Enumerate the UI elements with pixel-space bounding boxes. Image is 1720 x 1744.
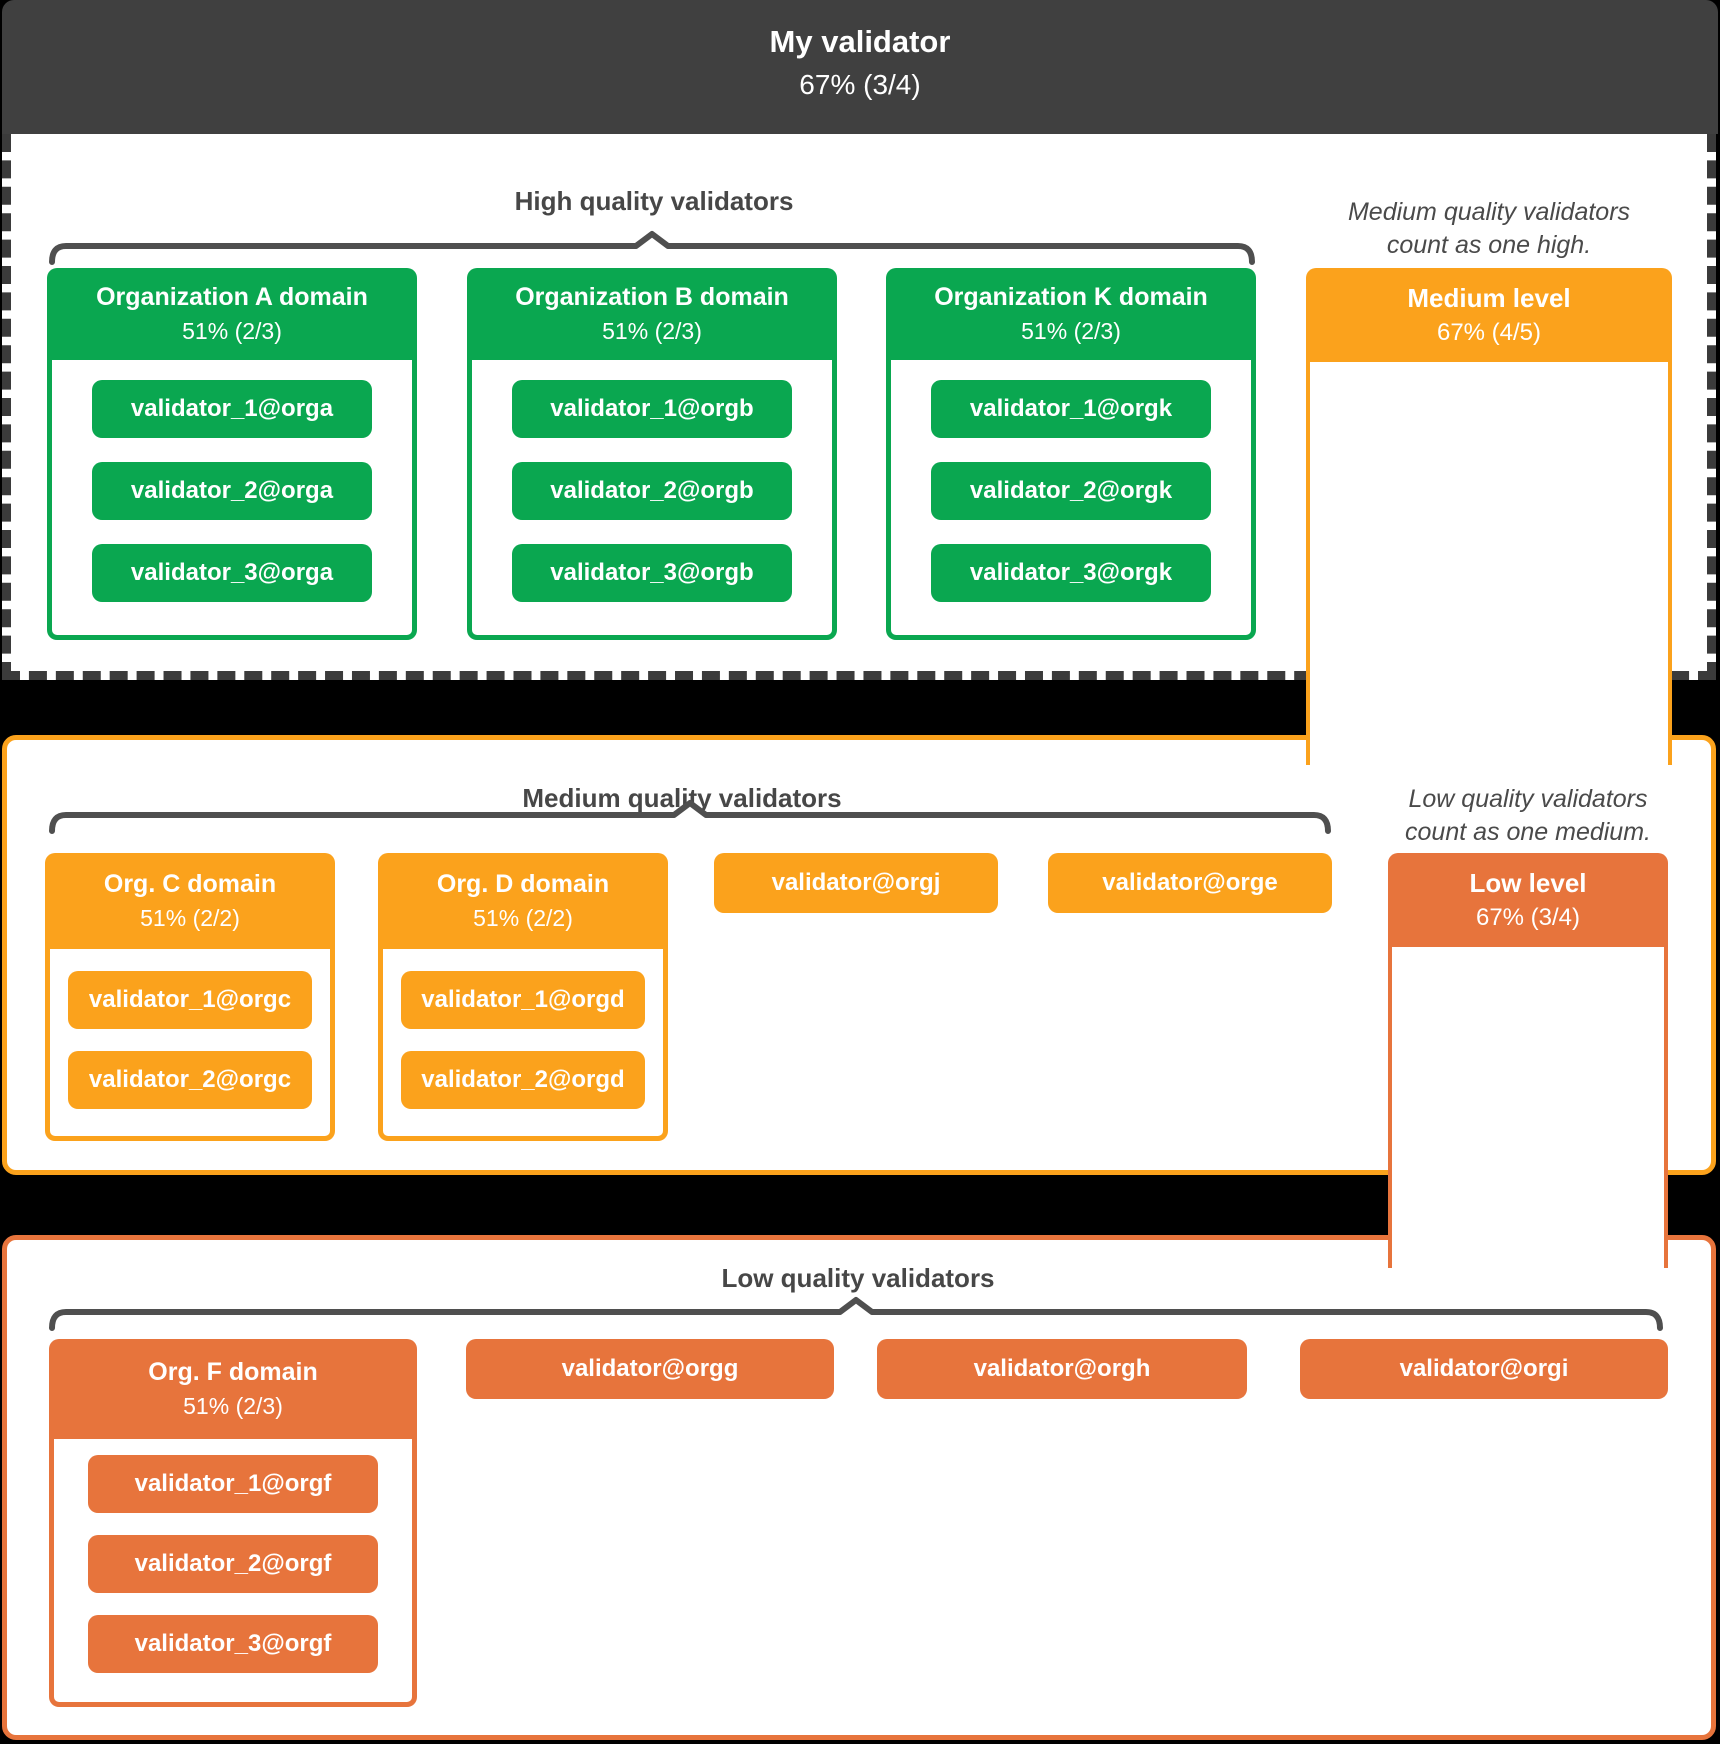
validator-pill: validator_3@orgk bbox=[931, 544, 1211, 602]
org-box-orgb: Organization B domain 51% (2/3) validato… bbox=[467, 268, 837, 640]
org-orgb-name: Organization B domain bbox=[515, 283, 789, 311]
medium-level-connector-column bbox=[1306, 300, 1672, 765]
org-orgf-name: Org. F domain bbox=[148, 1358, 318, 1386]
medium-level-quorum: 67% (4/5) bbox=[1436, 319, 1542, 346]
org-orgb-validators: validator_1@orgb validator_2@orgb valida… bbox=[467, 360, 837, 640]
org-orgf-header: Org. F domain 51% (2/3) bbox=[49, 1339, 417, 1439]
org-orga-quorum: 51% (2/3) bbox=[182, 318, 282, 344]
org-box-orga: Organization A domain 51% (2/3) validato… bbox=[47, 268, 417, 640]
org-orgf-validators: validator_1@orgf validator_2@orgf valida… bbox=[49, 1439, 417, 1707]
org-orgc-name: Org. C domain bbox=[103, 870, 277, 898]
validator-pill: validator_2@orgf bbox=[88, 1535, 378, 1593]
validator-pill: validator_2@orgd bbox=[401, 1051, 645, 1109]
validator-pill: validator_2@orga bbox=[92, 462, 372, 520]
org-orgc-validators: validator_1@orgc validator_2@orgc bbox=[45, 949, 335, 1141]
validator-pill: validator_1@orgk bbox=[931, 380, 1211, 438]
medium-section-note: Low quality validators count as one medi… bbox=[1405, 783, 1651, 849]
org-orga-validators: validator_1@orga validator_2@orga valida… bbox=[47, 360, 417, 640]
org-box-orgk: Organization K domain 51% (2/3) validato… bbox=[886, 268, 1256, 640]
org-orgb-header: Organization B domain 51% (2/3) bbox=[467, 268, 837, 360]
org-orgd-name: Org. D domain bbox=[436, 870, 610, 898]
org-box-orgd: Org. D domain 51% (2/2) validator_1@orgd… bbox=[378, 853, 668, 1141]
validator-pill: validator_3@orgb bbox=[512, 544, 792, 602]
page-quorum-threshold: 67% (3/4) bbox=[799, 69, 921, 100]
org-orgk-quorum: 51% (2/3) bbox=[1021, 318, 1121, 344]
validator-pill-orgi: validator@orgi bbox=[1300, 1339, 1668, 1399]
low-group-brace bbox=[49, 1297, 1663, 1331]
org-orgd-validators: validator_1@orgd validator_2@orgd bbox=[378, 949, 668, 1141]
validator-pill: validator_1@orgc bbox=[68, 971, 312, 1029]
org-orgc-header: Org. C domain 51% (2/2) bbox=[45, 853, 335, 949]
medium-note-line2: count as one medium. bbox=[1405, 818, 1651, 846]
low-level-label: Low level bbox=[1469, 868, 1587, 898]
validator-pill: validator_3@orgf bbox=[88, 1615, 378, 1673]
validator-pill-orgh: validator@orgh bbox=[877, 1339, 1247, 1399]
org-orgd-quorum: 51% (2/2) bbox=[473, 905, 573, 931]
validator-pill: validator_3@orga bbox=[92, 544, 372, 602]
validator-pill: validator_2@orgb bbox=[512, 462, 792, 520]
low-level-box: Low level 67% (3/4) bbox=[1388, 853, 1668, 947]
validator-pill-orgg: validator@orgg bbox=[466, 1339, 834, 1399]
org-orgb-quorum: 51% (2/3) bbox=[602, 318, 702, 344]
high-note-line2: count as one high. bbox=[1386, 231, 1592, 259]
validator-pill-orge: validator@orge bbox=[1048, 853, 1332, 913]
low-level-quorum: 67% (3/4) bbox=[1475, 904, 1581, 931]
my-validator-header: My validator 67% (3/4) bbox=[2, 0, 1718, 134]
validator-pill: validator_1@orgb bbox=[512, 380, 792, 438]
low-quality-section: Low quality validators Org. F domain 51%… bbox=[2, 1235, 1716, 1740]
org-orgd-header: Org. D domain 51% (2/2) bbox=[378, 853, 668, 949]
validator-pill: validator_1@orga bbox=[92, 380, 372, 438]
medium-level-box: Medium level 67% (4/5) bbox=[1306, 268, 1672, 362]
org-orgf-quorum: 51% (2/3) bbox=[183, 1393, 283, 1419]
org-orgc-quorum: 51% (2/2) bbox=[140, 905, 240, 931]
high-section-title: High quality validators bbox=[514, 186, 794, 216]
validator-pill: validator_2@orgk bbox=[931, 462, 1211, 520]
high-quality-section: High quality validators Medium quality v… bbox=[2, 134, 1716, 680]
validator-pill: validator_1@orgf bbox=[88, 1455, 378, 1513]
page-title: My validator bbox=[769, 24, 951, 59]
org-orgk-header: Organization K domain 51% (2/3) bbox=[886, 268, 1256, 360]
high-section-note: Medium quality validators count as one h… bbox=[1348, 196, 1630, 262]
org-orga-name: Organization A domain bbox=[96, 283, 368, 311]
org-orgk-validators: validator_1@orgk validator_2@orgk valida… bbox=[886, 360, 1256, 640]
medium-level-label: Medium level bbox=[1407, 283, 1571, 313]
high-note-line1: Medium quality validators bbox=[1347, 198, 1631, 226]
medium-note-line1: Low quality validators bbox=[1408, 785, 1648, 813]
medium-quality-section: Medium quality validators Low quality va… bbox=[2, 735, 1716, 1175]
validator-pill: validator_2@orgc bbox=[68, 1051, 312, 1109]
validator-pill-orgj: validator@orgj bbox=[714, 853, 998, 913]
medium-group-brace bbox=[49, 800, 1331, 834]
org-orga-header: Organization A domain 51% (2/3) bbox=[47, 268, 417, 360]
low-level-connector-column bbox=[1388, 900, 1668, 1268]
org-orgk-name: Organization K domain bbox=[934, 283, 1208, 311]
validator-pill: validator_1@orgd bbox=[401, 971, 645, 1029]
high-group-brace bbox=[49, 231, 1255, 265]
org-box-orgc: Org. C domain 51% (2/2) validator_1@orgc… bbox=[45, 853, 335, 1141]
org-box-orgf: Org. F domain 51% (2/3) validator_1@orgf… bbox=[49, 1339, 417, 1707]
low-section-title: Low quality validators bbox=[721, 1263, 995, 1293]
